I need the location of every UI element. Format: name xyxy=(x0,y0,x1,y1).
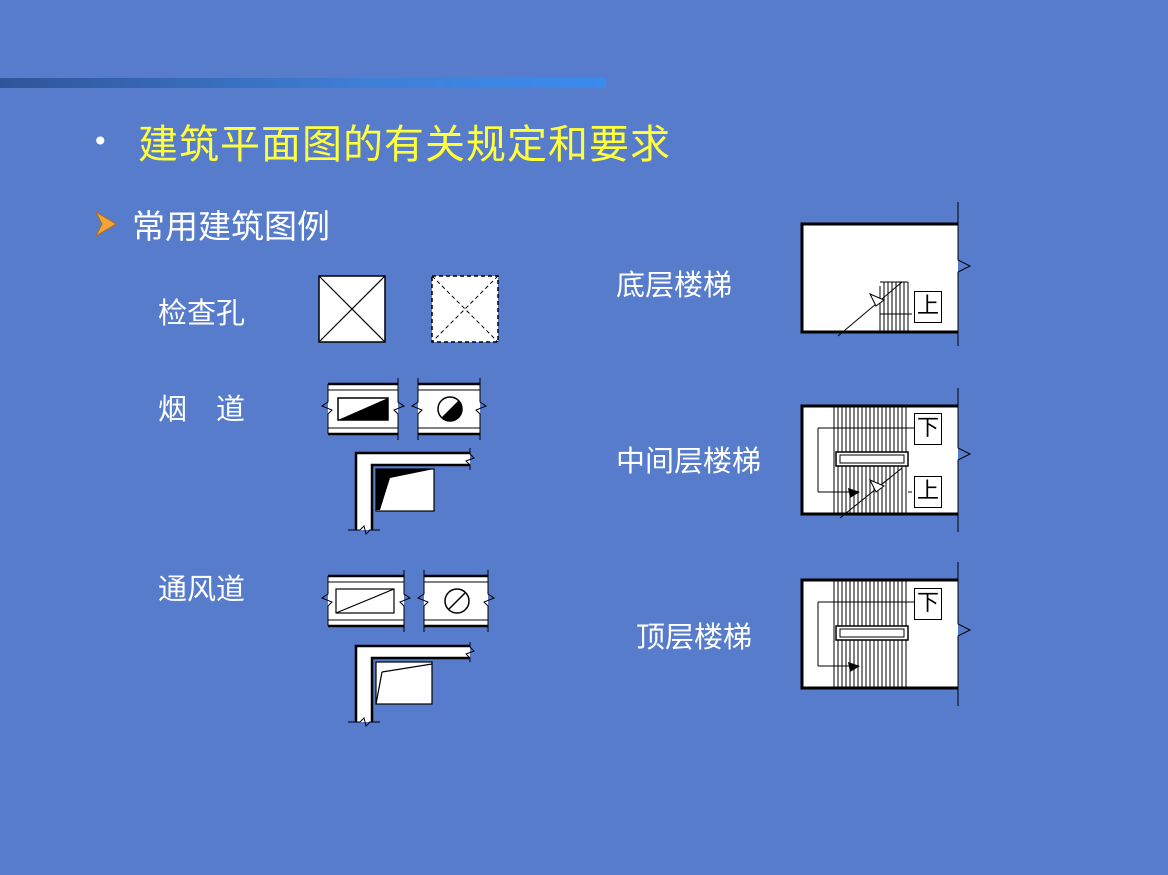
concealed-inspection-hole-symbol xyxy=(431,275,499,343)
ventilation-duct-corner-symbol xyxy=(348,642,475,727)
title-accent-bar xyxy=(0,78,606,88)
down-mark-middle: 下 xyxy=(914,413,942,445)
flue-corner-symbol xyxy=(348,448,475,535)
label-flue: 烟 道 xyxy=(158,392,246,426)
round-bullet-icon: • xyxy=(92,124,109,158)
up-mark-ground: 上 xyxy=(914,291,942,323)
middle-floor-stair-symbol xyxy=(800,388,972,532)
label-ground-floor-stair: 底层楼梯 xyxy=(616,268,733,302)
label-middle-floor-stair: 中间层楼梯 xyxy=(616,444,762,478)
top-floor-stair-symbol xyxy=(800,562,972,706)
arrowhead-bullet-icon xyxy=(94,210,117,238)
ventilation-duct-wall-symbol xyxy=(320,570,496,632)
ground-floor-stair-symbol xyxy=(800,202,972,346)
subtitle: 常用建筑图例 xyxy=(132,207,330,246)
down-mark-top: 下 xyxy=(914,588,942,620)
subtitle-row: 常用建筑图例 xyxy=(92,200,330,248)
up-mark-middle: 上 xyxy=(914,476,942,508)
label-top-floor-stair: 顶层楼梯 xyxy=(636,620,753,654)
slide-title: 建筑平面图的有关规定和要求 xyxy=(138,122,671,168)
label-inspection-hole: 检查孔 xyxy=(158,296,246,330)
flue-wall-symbol xyxy=(320,378,488,440)
label-ventilation-duct: 通风道 xyxy=(158,572,246,606)
slide-title-row: • 建筑平面图的有关规定和要求 xyxy=(92,112,671,170)
inspection-hole-symbol xyxy=(318,275,386,343)
